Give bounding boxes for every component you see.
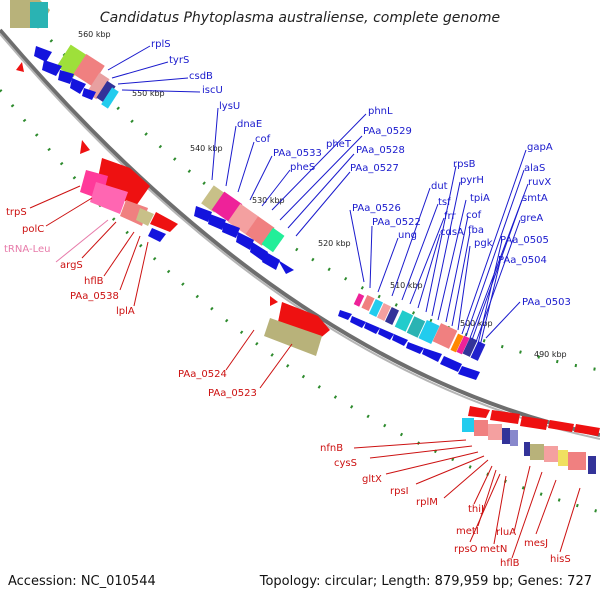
tick-510: 510 kbp — [390, 281, 423, 290]
gene-label: pheT — [326, 139, 352, 150]
gene-label: metI — [456, 526, 479, 537]
gene-label: greA — [520, 213, 543, 224]
tick-520: 520 kbp — [318, 239, 351, 248]
genome-summary-text: Topology: circular; Length: 879,959 bp; … — [259, 574, 592, 589]
gene-cluster-524 — [264, 296, 330, 356]
gene-label: PAa_0533 — [273, 148, 322, 159]
gene-label: nfnB — [320, 443, 343, 454]
gene-label: phnL — [368, 106, 393, 117]
gene-label: hflB — [500, 558, 520, 569]
gene-label: fba — [468, 225, 484, 236]
gene-label: smtA — [522, 193, 548, 204]
gene-label: gapA — [527, 142, 553, 153]
gene-label: cysS — [334, 458, 357, 469]
gene-label: PAa_0522 — [372, 217, 421, 228]
gene-label: dut — [431, 181, 448, 192]
gene-label: PAa_0529 — [363, 126, 412, 137]
red-gene-labels: trpS polC argS hflB PAa_0538 lplA PAa_05… — [6, 207, 571, 569]
gene-label: PAa_0528 — [356, 145, 405, 156]
gene-cluster-530 — [194, 185, 294, 274]
gene-cluster-540 — [80, 140, 178, 242]
gene-label: PAa_0527 — [350, 163, 399, 174]
gene-label: dnaE — [237, 119, 262, 130]
gene-label: trpS — [6, 207, 27, 218]
gene-label: cof — [466, 210, 482, 221]
gene-label: mesJ — [524, 538, 548, 549]
gene-label: hflB — [84, 276, 104, 287]
gene-label: tyrS — [169, 55, 189, 66]
gene-label: ung — [398, 230, 417, 241]
tick-550: 550 kbp — [132, 89, 165, 98]
genome-backbone — [0, 28, 600, 437]
gene-label: thiJ — [468, 504, 484, 515]
gene-label: hisS — [550, 554, 571, 565]
tick-500: 500 kbp — [460, 319, 493, 328]
gene-label: ruvX — [528, 177, 551, 188]
gene-label: pheS — [290, 162, 315, 173]
gene-label: tpiA — [470, 193, 490, 204]
tick-540: 540 kbp — [190, 144, 223, 153]
gene-label: cof — [255, 134, 271, 145]
gc-track-inner — [0, 89, 600, 514]
gene-label: PAa_0523 — [208, 388, 257, 399]
gene-label: pyrH — [460, 175, 484, 186]
gene-label: gltX — [362, 474, 382, 485]
map-title: Candidatus Phytoplasma australiense, com… — [99, 10, 501, 26]
gene-label: iscU — [202, 85, 223, 96]
gene-label: rpsO — [454, 544, 478, 555]
gene-label: lysU — [219, 101, 240, 112]
tick-530: 530 kbp — [252, 196, 285, 205]
gene-label: polC — [22, 224, 44, 235]
accession-text: Accession: NC_010544 — [8, 574, 156, 589]
kbp-ticks: 560 kbp 550 kbp 540 kbp 530 kbp 520 kbp … — [78, 30, 567, 359]
gene-label: rluA — [496, 527, 516, 538]
gene-label: PAa_0504 — [498, 255, 547, 266]
red-connectors — [29, 185, 581, 559]
gene-label: tsf — [438, 197, 451, 208]
gene-label: PAa_0538 — [70, 291, 119, 302]
gene-label: rplS — [151, 39, 171, 50]
tick-560: 560 kbp — [78, 30, 111, 39]
gene-label: rpsI — [390, 486, 409, 497]
blue-connectors — [107, 45, 529, 347]
gene-label: lplA — [116, 306, 135, 317]
gene-label: alaS — [524, 163, 545, 174]
gene-label: PAa_0503 — [522, 297, 571, 308]
gene-label: pgk — [474, 238, 493, 249]
gene-cluster-510 — [338, 293, 486, 380]
gene-label: frr — [444, 211, 456, 222]
gene-label: cdsA — [440, 227, 464, 238]
gene-label: argS — [60, 260, 83, 271]
gene-label: metN — [480, 544, 507, 555]
gene-label: PAa_0524 — [178, 369, 227, 380]
blue-gene-labels: rplS tyrS csdB iscU lysU dnaE cof PAa_05… — [151, 39, 571, 308]
gene-cluster-470 — [462, 406, 600, 474]
gene-label: rplM — [416, 497, 438, 508]
gene-cluster-560 — [10, 0, 119, 109]
gene-label: rpsB — [453, 159, 476, 170]
gene-label: csdB — [189, 71, 213, 82]
gene-label: PAa_0505 — [500, 235, 549, 246]
gene-label: PAa_0526 — [352, 203, 401, 214]
tick-490: 490 kbp — [534, 350, 567, 359]
trna-label: tRNA-Leu — [4, 244, 50, 255]
